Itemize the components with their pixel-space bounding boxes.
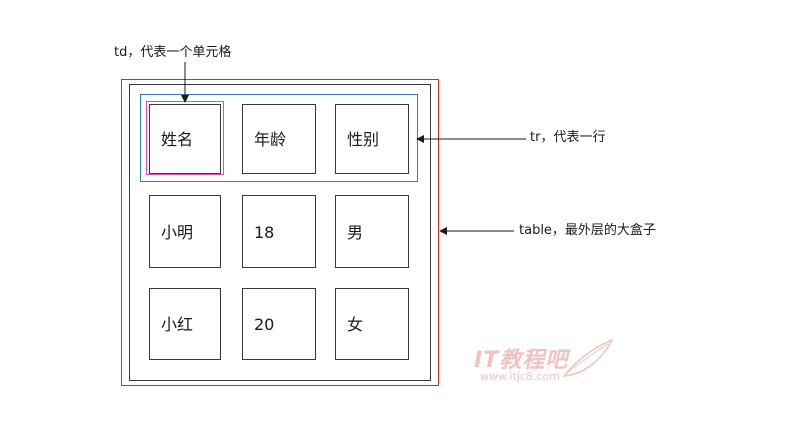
feather-icon (562, 338, 614, 377)
cell-r2-c2: 18 (242, 195, 316, 268)
watermark-brand: IT教程吧 (474, 348, 569, 373)
cell-label: 18 (254, 223, 275, 242)
table-inner-frame (129, 84, 431, 381)
cell-label: 男 (347, 223, 364, 242)
cell-label: 姓名 (161, 130, 194, 149)
cell-r1-c2: 年龄 (242, 104, 316, 174)
annotation-td: td，代表一个单元格 (114, 45, 232, 60)
cell-r3-c2: 20 (242, 288, 316, 360)
cell-label: 年龄 (254, 130, 287, 149)
annotation-table: table，最外层的大盒子 (519, 223, 656, 238)
cell-label: 性别 (347, 130, 380, 149)
cell-label: 20 (254, 315, 275, 334)
cell-label: 小红 (161, 315, 194, 334)
watermark-url: www.itjc8.com (480, 370, 560, 383)
cell-r3-c1: 小红 (149, 288, 221, 360)
cell-r2-c3: 男 (335, 195, 409, 268)
cell-r2-c1: 小明 (149, 195, 221, 268)
table-outer-frame (121, 79, 439, 386)
cell-label: 女 (347, 315, 364, 334)
annotation-tr: tr，代表一行 (530, 130, 606, 145)
cell-label: 小明 (161, 223, 194, 242)
cell-r1-c3: 性别 (335, 104, 409, 174)
cell-r3-c3: 女 (335, 288, 409, 360)
cell-r1-c1: 姓名 (149, 104, 221, 174)
